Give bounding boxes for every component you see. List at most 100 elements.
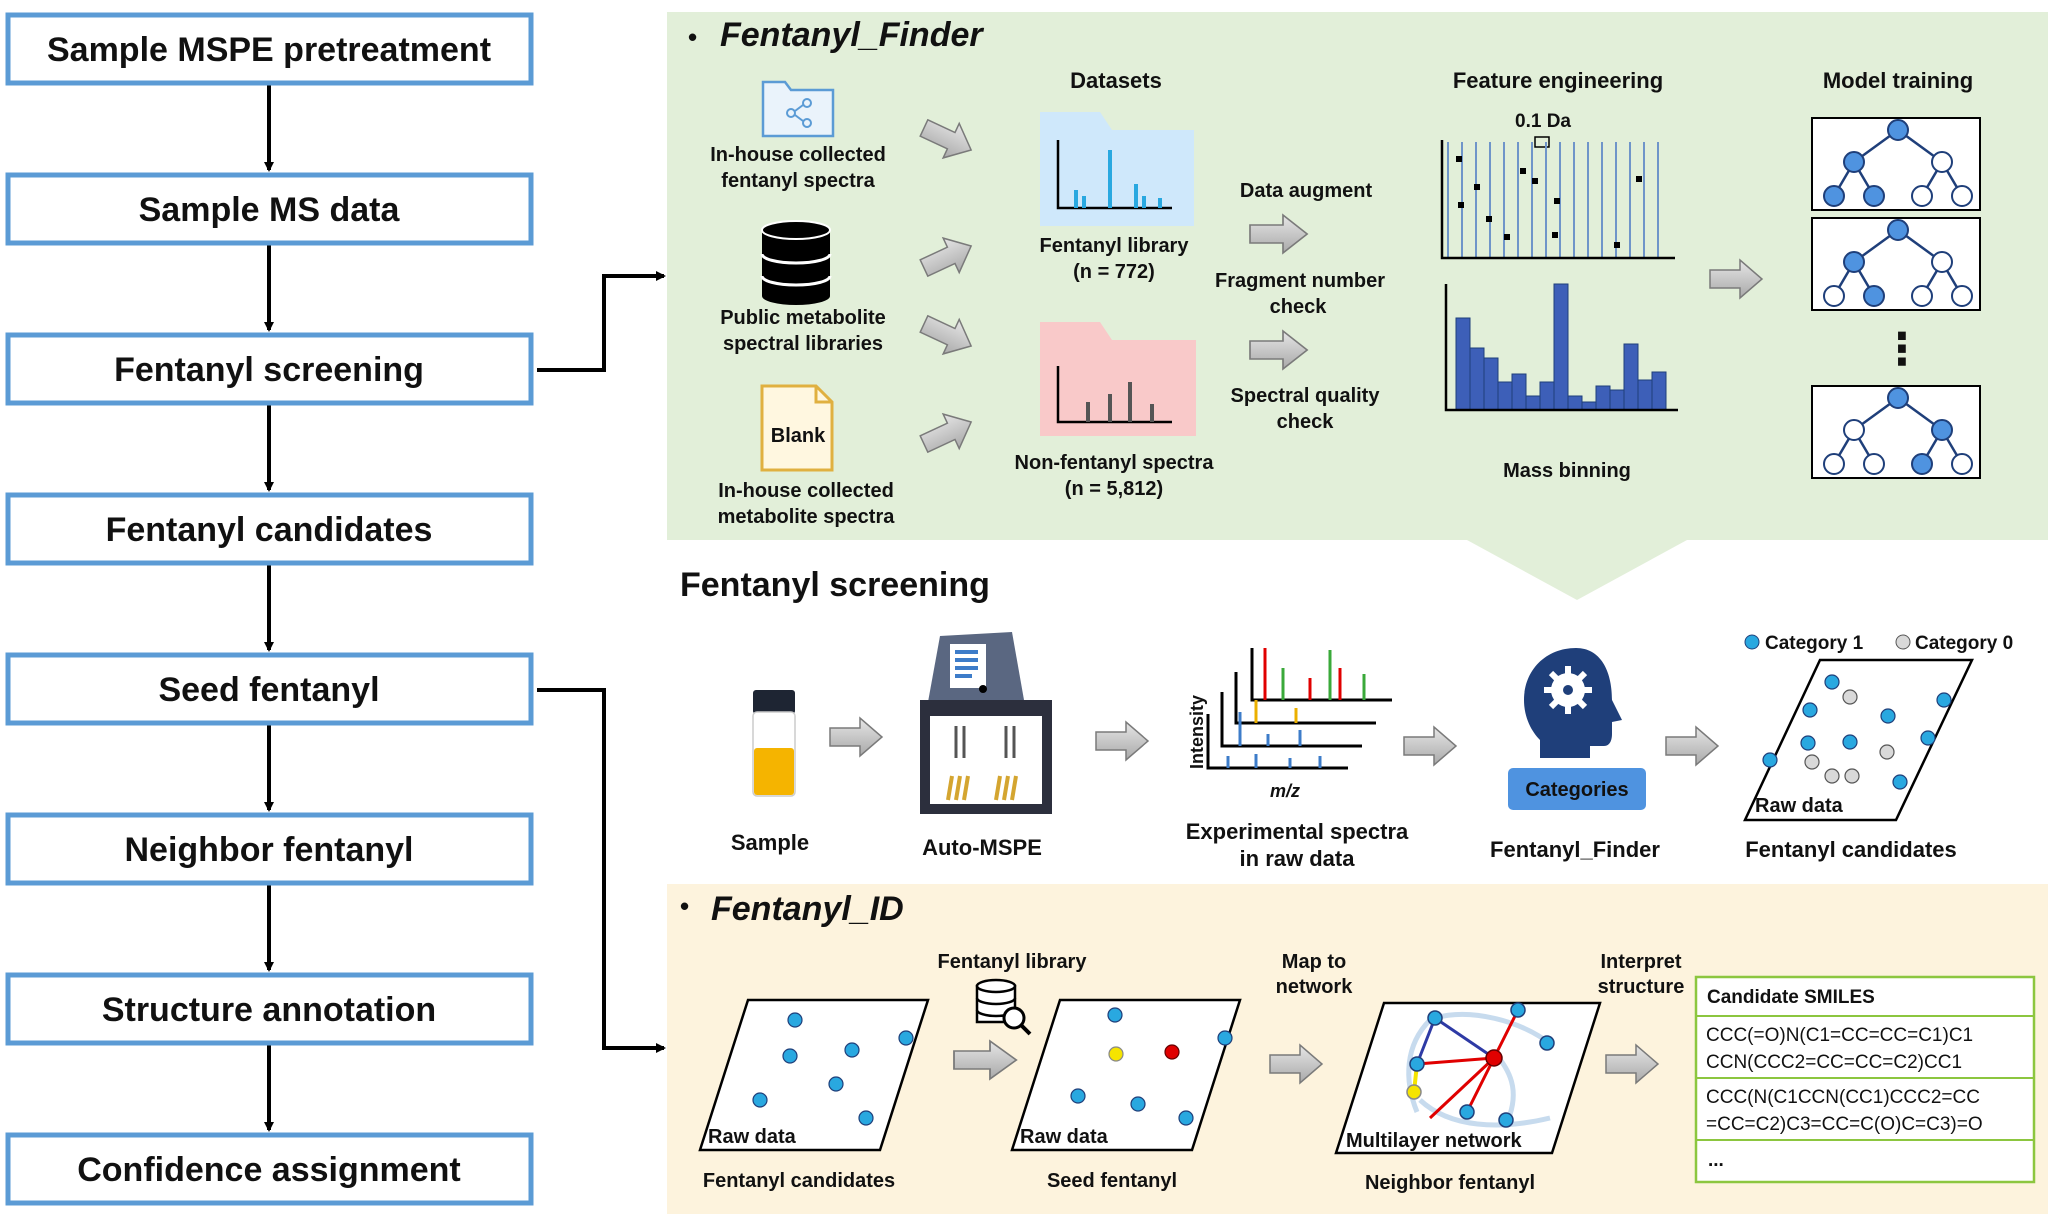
smiles-blue-line-1: CCC(N(C1CCN(CC1)CCC2=CC <box>1706 1087 1980 1108</box>
blank-label: Blank <box>771 425 826 447</box>
connector-to-finder <box>537 271 666 372</box>
bin-grid-plot <box>1440 136 1675 260</box>
decision-trees <box>1811 117 1981 479</box>
decision-tree-box <box>1811 385 1981 479</box>
source-2-line2: spectral libraries <box>723 333 883 355</box>
auto-mspe-instrument-icon <box>920 632 1052 814</box>
screening-arrow-2 <box>1095 721 1149 761</box>
legend-category-1: Category 1 <box>1765 633 1864 654</box>
fentanyl-library-count: (n = 772) <box>1073 261 1155 283</box>
ai-head-icon <box>1524 648 1622 758</box>
flow-step-label: Fentanyl screening <box>114 351 424 389</box>
flow-step-fentanyl-candidates: Fentanyl candidates <box>5 492 534 566</box>
map-to-label-2: network <box>1276 976 1354 998</box>
fid-raw-data-panel: Raw data <box>698 998 930 1152</box>
finder-model-label: Fentanyl_Finder <box>1490 837 1660 862</box>
categories-button-label: Categories <box>1525 779 1628 801</box>
categories-button[interactable]: Categories <box>1508 768 1646 810</box>
data-augment-label: Data augment <box>1240 180 1373 202</box>
mz-axis-label: m/z <box>1270 781 1300 801</box>
spectral-check-label-2: check <box>1277 411 1335 433</box>
source-3-line1: In-house collected <box>718 480 894 502</box>
flow-step-label: Sample MS data <box>139 191 401 229</box>
smiles-more: ... <box>1708 1150 1724 1171</box>
bin-width-label: 0.1 Da <box>1515 111 1571 132</box>
flow-step-fentanyl-screening: Fentanyl screening <box>5 332 534 406</box>
datasets-header: Datasets <box>1070 68 1162 93</box>
fid-seed-raw-label: Raw data <box>1020 1126 1109 1148</box>
smiles-header: Candidate SMILES <box>1707 987 1875 1008</box>
screening-arrow-1 <box>829 717 883 757</box>
screening-arrow-4 <box>1665 726 1719 766</box>
decision-tree-box <box>1811 117 1981 211</box>
finder-title: Fentanyl_Finder <box>720 16 984 54</box>
screening-arrow-3 <box>1403 726 1457 766</box>
source-2-line1: Public metabolite <box>720 307 886 329</box>
tree-ellipsis: ⋮ <box>1880 325 1924 374</box>
auto-mspe-label: Auto-MSPE <box>922 835 1042 860</box>
flow-step-label: Neighbor fentanyl <box>124 831 413 869</box>
database-icon <box>760 220 832 305</box>
mass-binning-label: Mass binning <box>1503 460 1631 482</box>
multilayer-network-panel: Multilayer network <box>1334 1001 1602 1155</box>
source-3-line2: metabolite spectra <box>718 506 896 528</box>
flow-step-label: Confidence assignment <box>77 1151 461 1189</box>
non-fentanyl-count: (n = 5,812) <box>1065 478 1163 500</box>
source-1-line2: fentanyl spectra <box>721 170 875 192</box>
flow-step-sample-mspe-pretreatment: Sample MSPE pretreatment <box>5 12 534 86</box>
fentanyl-id-panel: • Fentanyl_ID Raw data Fentanyl candidat… <box>667 884 2048 1214</box>
sample-vial-icon <box>752 690 796 797</box>
spectra-label-2: in raw data <box>1240 846 1356 871</box>
finder-bullet: • <box>688 22 697 52</box>
fentanyl-finder-panel: • Fentanyl_Finder In-house collected fen… <box>667 12 2048 600</box>
intensity-axis-label: Intensity <box>1187 695 1207 769</box>
smiles-blue-line-2: =CC=C2)C3=CC=C(O)C=C3)=O <box>1706 1114 1983 1135</box>
flow-step-structure-annotation: Structure annotation <box>5 972 534 1046</box>
blank-document-icon: Blank <box>760 384 834 472</box>
candidate-smiles-table: Candidate SMILES CCC(=O)N(C1=CC=CC=C1)C1… <box>1694 975 2036 1184</box>
legend-category-0: Category 0 <box>1915 633 2013 654</box>
fragment-check-label-2: check <box>1270 296 1328 318</box>
fentanyl-library-label: Fentanyl library <box>1040 235 1190 257</box>
candidate-scatter-panel: Raw data <box>1743 658 1974 822</box>
spectral-check-label-1: Spectral quality <box>1231 385 1381 407</box>
fentanyl-library-folder <box>1040 112 1194 226</box>
map-to-label-1: Map to <box>1282 951 1346 973</box>
non-fentanyl-label: Non-fentanyl spectra <box>1015 452 1215 474</box>
candidates-result-label: Fentanyl candidates <box>1745 837 1957 862</box>
screening-title: Fentanyl screening <box>680 566 990 604</box>
folder-share-icon <box>761 80 835 138</box>
flow-step-sample-ms-data: Sample MS data <box>5 172 534 246</box>
flow-step-label: Structure annotation <box>102 991 436 1029</box>
non-fentanyl-folder <box>1040 322 1196 436</box>
source-1-line1: In-house collected <box>710 144 886 166</box>
interpret-label-1: Interpret <box>1600 951 1681 973</box>
decision-tree-box <box>1811 217 1981 311</box>
interpret-label-2: structure <box>1598 976 1685 998</box>
fragment-check-label-1: Fragment number <box>1215 270 1385 292</box>
flow-step-confidence-assignment: Confidence assignment <box>5 1132 534 1206</box>
sample-label: Sample <box>731 830 809 855</box>
fentanyl-screening-section: Fentanyl screening Sample <box>680 566 2013 871</box>
mass-binning-histogram <box>1444 283 1678 412</box>
flow-step-label: Sample MSPE pretreatment <box>47 31 491 69</box>
model-training-header: Model training <box>1823 68 1973 93</box>
flow-step-seed-fentanyl: Seed fentanyl <box>5 652 534 726</box>
flow-step-neighbor-fentanyl: Neighbor fentanyl <box>5 812 534 886</box>
feature-engineering-header: Feature engineering <box>1453 68 1663 93</box>
spectra-label-1: Experimental spectra <box>1186 819 1409 844</box>
fid-raw-data-label: Raw data <box>708 1126 797 1148</box>
connector-to-fid <box>537 688 666 1053</box>
database-search-icon <box>975 978 1032 1036</box>
fid-library-label: Fentanyl library <box>938 951 1088 973</box>
fid-neighbor-label: Neighbor fentanyl <box>1365 1172 1535 1194</box>
fid-bullet: • <box>680 891 689 921</box>
category-legend: Category 1 Category 0 <box>1744 633 2013 654</box>
smiles-red-line-1: CCC(=O)N(C1=CC=CC=C1)C1 <box>1706 1025 1973 1046</box>
fid-candidates-label: Fentanyl candidates <box>703 1170 895 1192</box>
fid-seed-label: Seed fentanyl <box>1047 1170 1177 1192</box>
network-label: Multilayer network <box>1346 1130 1522 1152</box>
fid-seed-panel: Raw data <box>1010 998 1242 1152</box>
screening-raw-data-label: Raw data <box>1755 795 1844 817</box>
